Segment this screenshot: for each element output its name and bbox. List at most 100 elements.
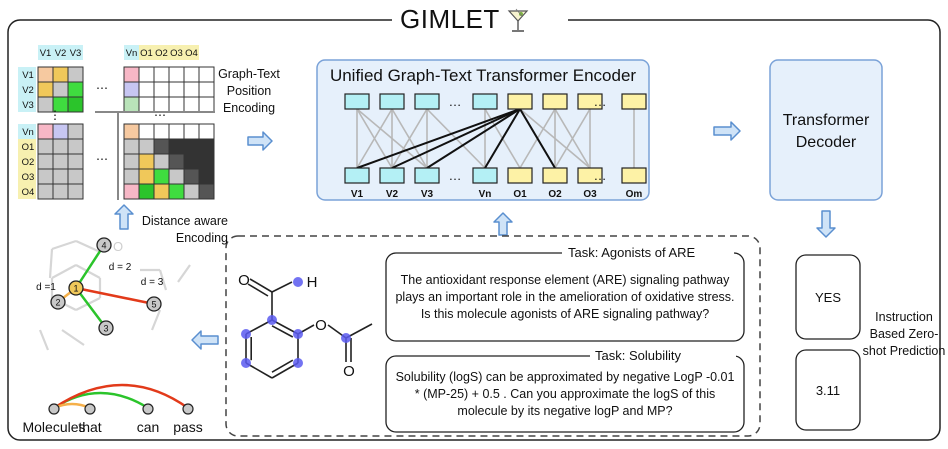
highlighted-atom bbox=[241, 329, 251, 339]
answer-box-yes bbox=[795, 254, 861, 340]
matrix-cell bbox=[123, 168, 140, 185]
encoder-bottom-token bbox=[379, 167, 405, 184]
decoder-panel bbox=[769, 59, 883, 201]
distance-encoding-label: Distance aware Encoding bbox=[141, 214, 228, 245]
attention-line-gray bbox=[554, 108, 591, 169]
matrix-row-header: O2 bbox=[22, 157, 35, 168]
matrix-cell bbox=[67, 96, 84, 113]
matrix-cell bbox=[123, 123, 140, 140]
matrix-cell bbox=[183, 123, 200, 140]
matrix-cell bbox=[183, 66, 200, 83]
graph-node bbox=[146, 296, 162, 312]
matrix-cell bbox=[153, 168, 170, 185]
text-token-node bbox=[142, 403, 154, 415]
encoder-attention-lines bbox=[356, 108, 635, 169]
matrix-cell bbox=[52, 183, 69, 200]
matrix-cell bbox=[138, 183, 155, 200]
encoder-bottom-token bbox=[621, 167, 647, 184]
matrix-row-header-bg bbox=[18, 67, 36, 112]
matrix-cell bbox=[183, 168, 200, 185]
matrix-col-header: Vn bbox=[126, 48, 138, 59]
task-title-are: Task: Agonists of ARE bbox=[568, 245, 696, 260]
text-token-word: Molecules bbox=[22, 419, 85, 435]
matrix-cell bbox=[67, 168, 84, 185]
flow-arrows bbox=[114, 121, 836, 350]
matrix-cell bbox=[52, 168, 69, 185]
encoder-bottom-token bbox=[344, 167, 370, 184]
bond bbox=[249, 278, 273, 293]
task-text-are: The antioxidant response element (ARE) s… bbox=[395, 273, 735, 321]
matrix-col-header: O2 bbox=[155, 48, 168, 59]
encoder-title: Unified Graph-Text Transformer Encoder bbox=[329, 66, 637, 85]
encoder-top-token bbox=[542, 93, 568, 110]
text-token-node bbox=[84, 403, 96, 415]
distance-label-d1: d =1 bbox=[36, 282, 56, 293]
text-token-node bbox=[48, 403, 60, 415]
matrix-row-header: O3 bbox=[22, 172, 35, 183]
encoder-top-token bbox=[621, 93, 647, 110]
text-token-node bbox=[182, 403, 194, 415]
matrix-cell bbox=[67, 66, 84, 83]
matrix-cell bbox=[153, 138, 170, 155]
encoder-ellipsis-top: … bbox=[594, 94, 607, 109]
matrix-ellipsis: ⋯ bbox=[96, 152, 108, 166]
encoder-bottom-label: Vn bbox=[479, 189, 492, 200]
matrix-cell bbox=[168, 138, 185, 155]
graph-node bbox=[98, 320, 114, 336]
matrix-cell bbox=[67, 183, 84, 200]
matrix-row-header-bg bbox=[18, 139, 36, 199]
molecule-skeleton-bond bbox=[38, 329, 50, 351]
ring-double-bond bbox=[271, 325, 294, 338]
highlighted-atom bbox=[293, 277, 303, 287]
encoder-top-token bbox=[507, 93, 533, 110]
matrix-cell bbox=[138, 66, 155, 83]
decoder-label-line2: Decoder bbox=[795, 134, 857, 151]
matrix-row-header-bg bbox=[18, 124, 36, 139]
matrix-cell bbox=[52, 81, 69, 98]
highlighted-atom bbox=[241, 358, 251, 368]
task-title-backdrop-solubility bbox=[590, 347, 736, 365]
side-label: Instruction Based Zero-shot Prediction bbox=[862, 310, 946, 358]
matrix-row-header: O1 bbox=[22, 142, 35, 153]
molecule-skeleton-bond bbox=[158, 269, 168, 291]
encoder-ellipsis-top: … bbox=[449, 94, 462, 109]
matrix-cell bbox=[153, 183, 170, 200]
down-arrow bbox=[816, 210, 836, 238]
text-token-word: pass bbox=[173, 419, 203, 435]
matrix-cell bbox=[123, 81, 140, 98]
matrix-row-header: V1 bbox=[22, 70, 34, 81]
graph-node-label: 3 bbox=[103, 324, 108, 334]
matrix-cell bbox=[183, 96, 200, 113]
matrix-row-header: O4 bbox=[22, 187, 35, 198]
highlighted-atom bbox=[341, 333, 351, 343]
matrix-cell bbox=[138, 168, 155, 185]
graph-node-label: 5 bbox=[151, 300, 156, 310]
matrix-cell bbox=[168, 183, 185, 200]
matrix-col-header-bg bbox=[124, 45, 139, 60]
matrix-cell bbox=[153, 66, 170, 83]
encoder-ellipsis-bottom: … bbox=[594, 168, 607, 183]
matrix-cell bbox=[52, 123, 69, 140]
matrix-cell bbox=[153, 123, 170, 140]
matrix-col-header: O3 bbox=[170, 48, 183, 59]
matrix-row-header: V3 bbox=[22, 100, 34, 111]
molecule-skeleton-bond bbox=[61, 329, 85, 346]
matrix-cell bbox=[138, 153, 155, 170]
ring-bond bbox=[245, 362, 273, 379]
matrix-cell bbox=[198, 168, 215, 185]
decoder-label-line1: Transformer bbox=[782, 112, 870, 129]
right-arrow bbox=[713, 121, 741, 141]
matrix-cell bbox=[123, 66, 140, 83]
matrix-row-header: V2 bbox=[22, 85, 34, 96]
text-token-word: can bbox=[137, 419, 160, 435]
matrix-col-header: V3 bbox=[70, 48, 82, 59]
encoder-bottom-label: O2 bbox=[548, 189, 562, 200]
atom-oxygen: O bbox=[238, 272, 250, 289]
matrix-cell bbox=[52, 138, 69, 155]
molecule-skeleton-bond bbox=[75, 239, 99, 253]
